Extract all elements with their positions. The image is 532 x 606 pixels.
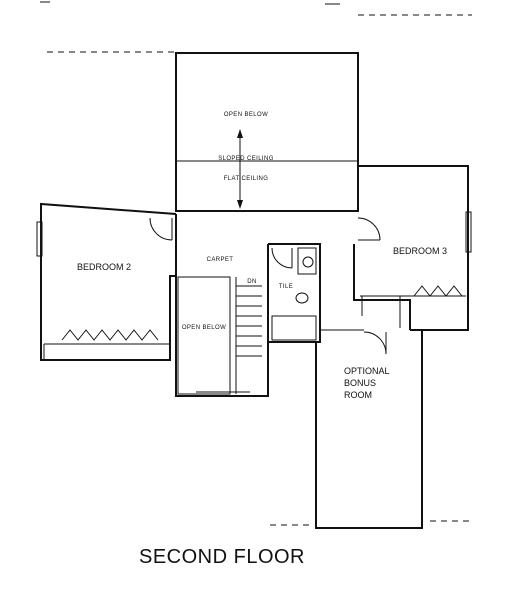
label-sloped-ceiling: SLOPED CEILING <box>218 156 274 162</box>
label-bonus-line-2: BONUS <box>344 378 376 388</box>
label-bonus-line-1: OPTIONAL <box>344 366 390 376</box>
stair-hall-walls <box>175 210 358 397</box>
label-open-below-stair: OPEN BELOW <box>182 325 226 331</box>
bedroom-2-door <box>149 217 173 241</box>
open-below-area <box>175 52 359 212</box>
label-bonus-line-3: ROOM <box>344 390 372 400</box>
bedroom-3-walls <box>353 165 472 331</box>
bath-walls <box>268 243 321 343</box>
label-carpet: CARPET <box>207 257 234 263</box>
label-open-below-top: OPEN BELOW <box>224 112 268 118</box>
label-bedroom-3: BEDROOM 3 <box>393 246 447 256</box>
bedroom-2-walls <box>36 202 177 361</box>
label-dn: DN <box>247 279 256 285</box>
label-tile: TILE <box>279 284 293 290</box>
label-bedroom-2: BEDROOM 2 <box>77 262 131 272</box>
label-flat-ceiling: FLAT CEILING <box>224 176 269 182</box>
bonus-room-walls <box>315 329 423 529</box>
dashed-reference-lines <box>40 1 472 526</box>
floor-title: SECOND FLOOR <box>139 546 305 568</box>
